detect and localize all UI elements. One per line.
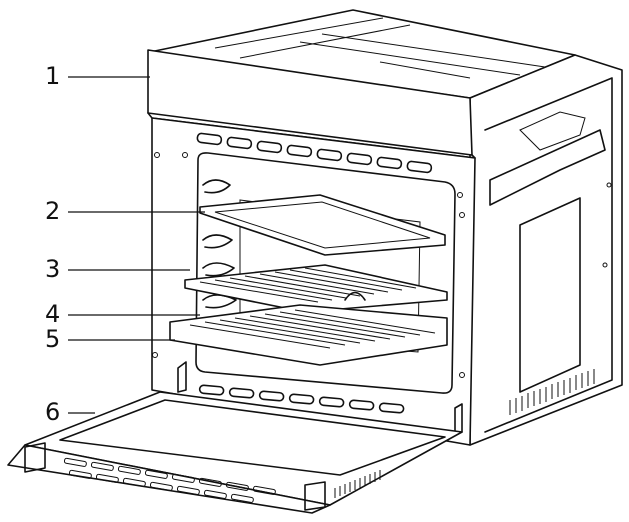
side-bracket-detail: [519, 111, 586, 151]
callout-5: 5: [45, 325, 61, 353]
baking-tray-inner: [214, 201, 431, 249]
side-recess: [484, 77, 613, 433]
side-bracket: [489, 129, 606, 206]
oven-right-side-panel: [469, 54, 623, 446]
callout-4: 4: [45, 300, 61, 328]
baking-tray: [199, 194, 446, 256]
door-glass: [59, 399, 446, 476]
top-panel-ridge: [214, 17, 546, 79]
upper-vent-slots: [196, 132, 433, 174]
door-hinge-slots: [334, 470, 381, 498]
door-front-edge: [7, 444, 331, 514]
left-rack-runners: [202, 179, 237, 309]
door-vent-slots: [63, 457, 276, 503]
wire-shelf-grid: [199, 267, 417, 303]
deep-tray-grill: [189, 309, 436, 349]
frame-screw-holes: [152, 152, 612, 378]
callout-1: 1: [45, 62, 61, 90]
side-vent-slots: [509, 369, 595, 415]
left-hinge: [177, 361, 187, 393]
callout-2: 2: [45, 197, 61, 225]
side-inner-rect: [519, 197, 581, 393]
door-handle-end-left: [24, 442, 46, 473]
shelf-stop: [344, 291, 366, 301]
callout-6: 6: [45, 398, 61, 426]
callout-3: 3: [45, 255, 61, 283]
door-handle-end-right: [304, 481, 326, 511]
lower-vent-slots: [198, 384, 405, 414]
